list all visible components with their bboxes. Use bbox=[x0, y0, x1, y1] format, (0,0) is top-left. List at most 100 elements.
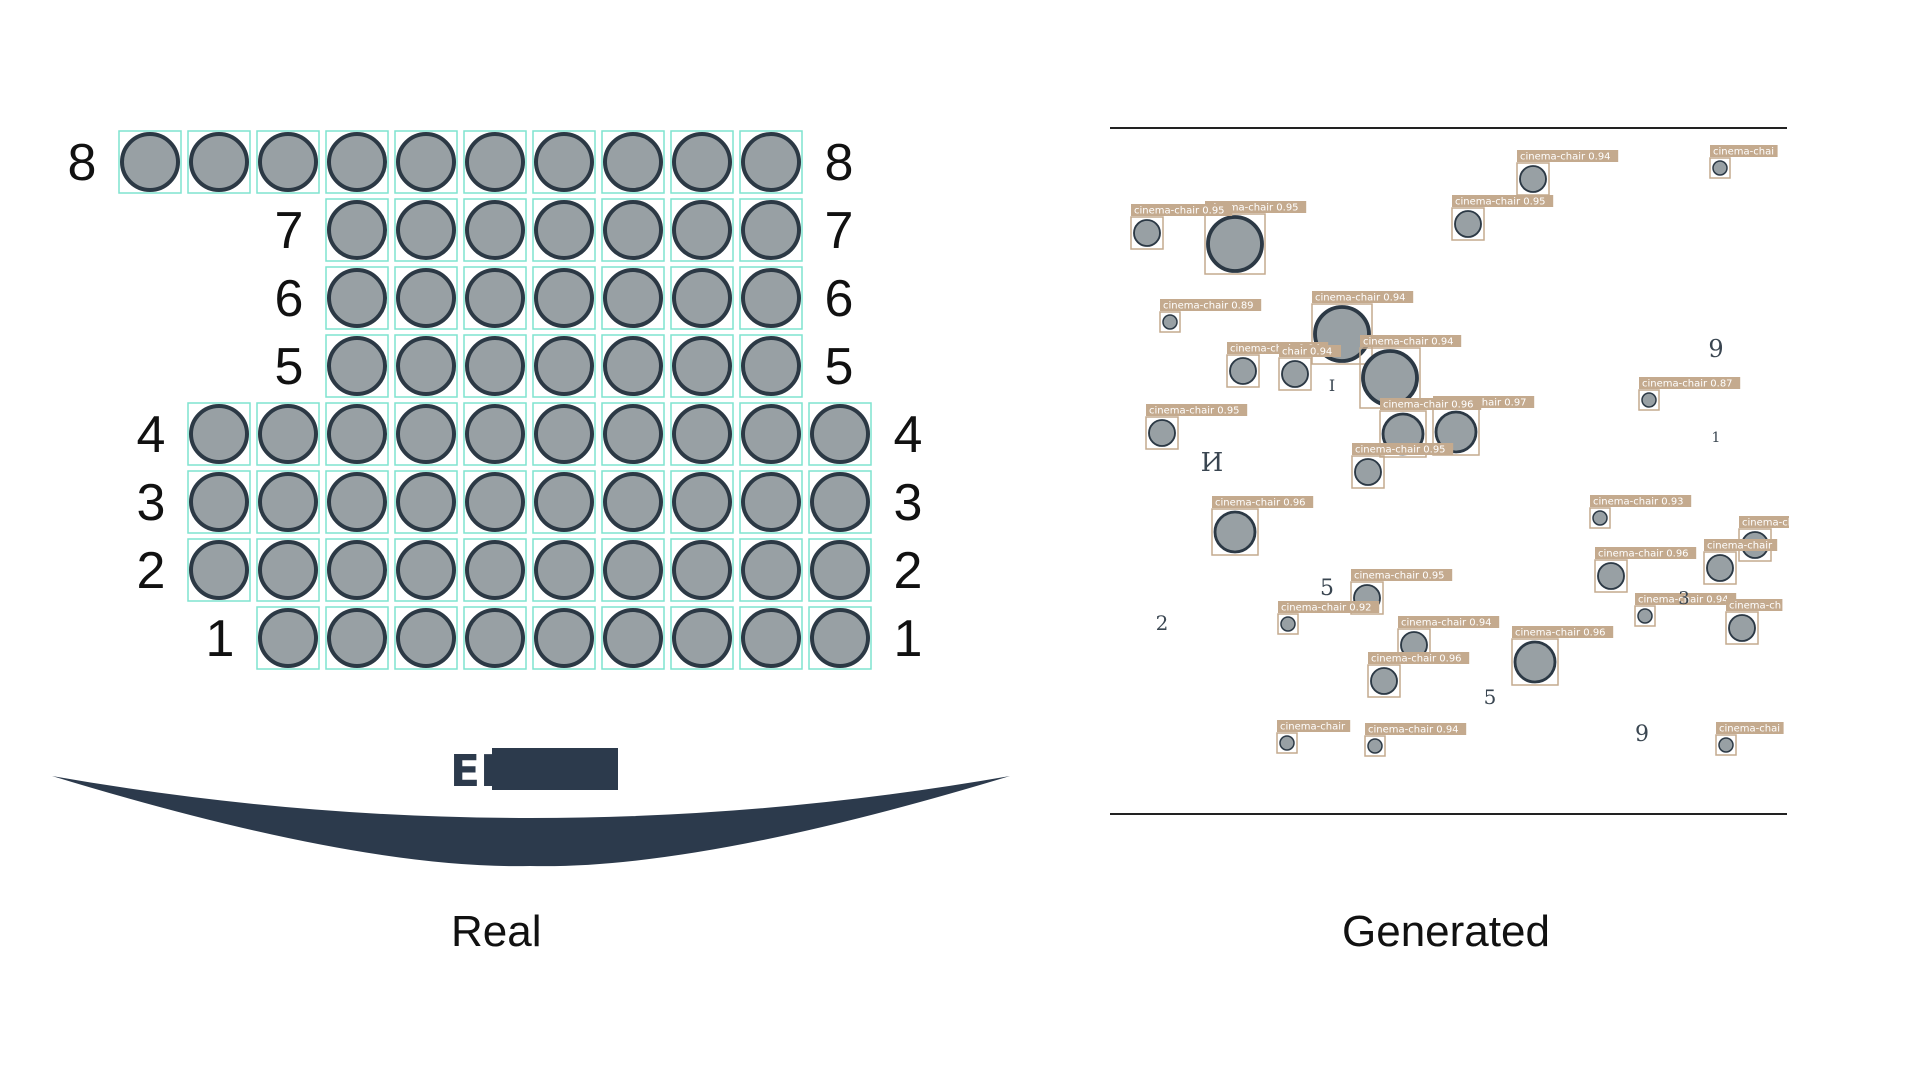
seat-circle bbox=[465, 608, 525, 668]
seat bbox=[463, 334, 527, 398]
detected-seat: cinema-chair 0.96 bbox=[1367, 652, 1470, 698]
detected-seat: cinema-chair bbox=[1703, 539, 1778, 585]
row-label-left: 6 bbox=[275, 270, 304, 328]
seat-circle bbox=[327, 268, 387, 328]
detection-label-bg bbox=[1160, 299, 1262, 311]
seat bbox=[256, 470, 320, 534]
seat-circle bbox=[741, 336, 801, 396]
detection-label-bg bbox=[1212, 496, 1314, 508]
seat bbox=[670, 470, 734, 534]
seat-circle bbox=[810, 608, 870, 668]
seat-circle bbox=[258, 472, 318, 532]
detection-label-bg bbox=[1279, 345, 1341, 357]
detection-box bbox=[1204, 213, 1266, 275]
detected-seat: cinema-chair 0.95 bbox=[1130, 204, 1233, 250]
seat bbox=[325, 334, 389, 398]
seat-circle bbox=[396, 336, 456, 396]
seat bbox=[532, 470, 596, 534]
detection-box bbox=[1130, 216, 1164, 250]
seat bbox=[739, 266, 803, 330]
artifact-glyph: И bbox=[1201, 448, 1224, 478]
seat-detection-box bbox=[601, 538, 665, 602]
seat bbox=[187, 538, 251, 602]
seat-circle bbox=[534, 608, 594, 668]
detection-label: cinema-chair 0.94 bbox=[1363, 337, 1454, 348]
seat bbox=[601, 538, 665, 602]
detection-box bbox=[1589, 507, 1611, 529]
seat-detection-box bbox=[463, 538, 527, 602]
seat-detection-box bbox=[670, 198, 734, 262]
seat-circle bbox=[1281, 360, 1309, 388]
seat bbox=[808, 606, 872, 670]
detected-seat: cinema-chai bbox=[1715, 722, 1784, 756]
detection-label-bg bbox=[1312, 291, 1414, 303]
seat-circle bbox=[603, 336, 663, 396]
seat-circle bbox=[327, 200, 387, 260]
seat bbox=[670, 130, 734, 194]
seat-detection-box bbox=[256, 470, 320, 534]
seat-detection-box bbox=[670, 266, 734, 330]
detection-label-bg bbox=[1512, 626, 1614, 638]
seat-detection-box bbox=[532, 198, 596, 262]
detection-label-bg bbox=[1352, 443, 1454, 455]
detected-seat: cinema-chair 0.92 bbox=[1277, 601, 1380, 635]
detection-label: cinema-chai bbox=[1713, 147, 1774, 158]
seat-detection-box bbox=[601, 198, 665, 262]
seat-detection-box bbox=[670, 334, 734, 398]
seat bbox=[670, 606, 734, 670]
seat bbox=[325, 606, 389, 670]
seat-detection-box bbox=[394, 130, 458, 194]
caption-generated: Generated bbox=[1342, 907, 1550, 956]
detection-box bbox=[1226, 354, 1260, 388]
detection-label: cinema-chair 0.87 bbox=[1642, 379, 1733, 390]
seat-detection-box bbox=[325, 470, 389, 534]
caption-real: Real bbox=[451, 907, 542, 956]
seat-circle bbox=[534, 200, 594, 260]
seat-detection-box bbox=[532, 402, 596, 466]
seat-detection-box bbox=[187, 538, 251, 602]
row-label-left: 7 bbox=[275, 202, 304, 260]
seat-detection-box bbox=[463, 266, 527, 330]
seat-circle bbox=[1280, 616, 1296, 632]
seat bbox=[118, 130, 182, 194]
seat-circle bbox=[1206, 215, 1264, 273]
seat-detection-box bbox=[532, 130, 596, 194]
seat-detection-box bbox=[739, 606, 803, 670]
seat-detection-box bbox=[394, 334, 458, 398]
seat-circle bbox=[1361, 349, 1419, 407]
detection-label: cinema-chair 0.96 bbox=[1371, 654, 1462, 665]
detection-label: cinema-chair 0.94 bbox=[1401, 618, 1492, 629]
seat-circle bbox=[741, 472, 801, 532]
seat-circle bbox=[1354, 458, 1382, 486]
detection-label-bg bbox=[1726, 599, 1783, 611]
row-label-right: 5 bbox=[825, 338, 854, 396]
seat-detection-box bbox=[670, 538, 734, 602]
detected-seat: cinema-chai bbox=[1709, 145, 1778, 179]
seat-circle bbox=[741, 268, 801, 328]
detection-label: cinema-chair 0.94 bbox=[1230, 344, 1321, 355]
detected-seat: cinema-chair 0.96 bbox=[1594, 547, 1697, 593]
seat bbox=[739, 470, 803, 534]
seat-circle bbox=[465, 336, 525, 396]
artifact-glyph: 2 bbox=[1156, 611, 1169, 635]
seat-detection-box bbox=[739, 266, 803, 330]
seat bbox=[532, 402, 596, 466]
seat-detection-box bbox=[394, 402, 458, 466]
seat-circle bbox=[672, 132, 732, 192]
detection-label: cinema-chair 0.95 bbox=[1134, 206, 1225, 217]
detection-box bbox=[1350, 581, 1384, 615]
seat-circle bbox=[741, 132, 801, 192]
detected-seat: cinema-chair 0.95 bbox=[1145, 404, 1248, 450]
row-label-left: 2 bbox=[137, 542, 166, 600]
seat-circle bbox=[396, 200, 456, 260]
seat-circle bbox=[672, 472, 732, 532]
detection-box bbox=[1634, 605, 1656, 627]
screen-arc bbox=[52, 776, 1010, 867]
seat bbox=[463, 606, 527, 670]
row-label-right: 6 bbox=[825, 270, 854, 328]
seat-circle bbox=[258, 608, 318, 668]
seat-circle bbox=[1519, 165, 1547, 193]
detection-label-bg bbox=[1635, 593, 1737, 605]
seat-detection-box bbox=[601, 130, 665, 194]
detection-label-bg bbox=[1380, 398, 1482, 410]
